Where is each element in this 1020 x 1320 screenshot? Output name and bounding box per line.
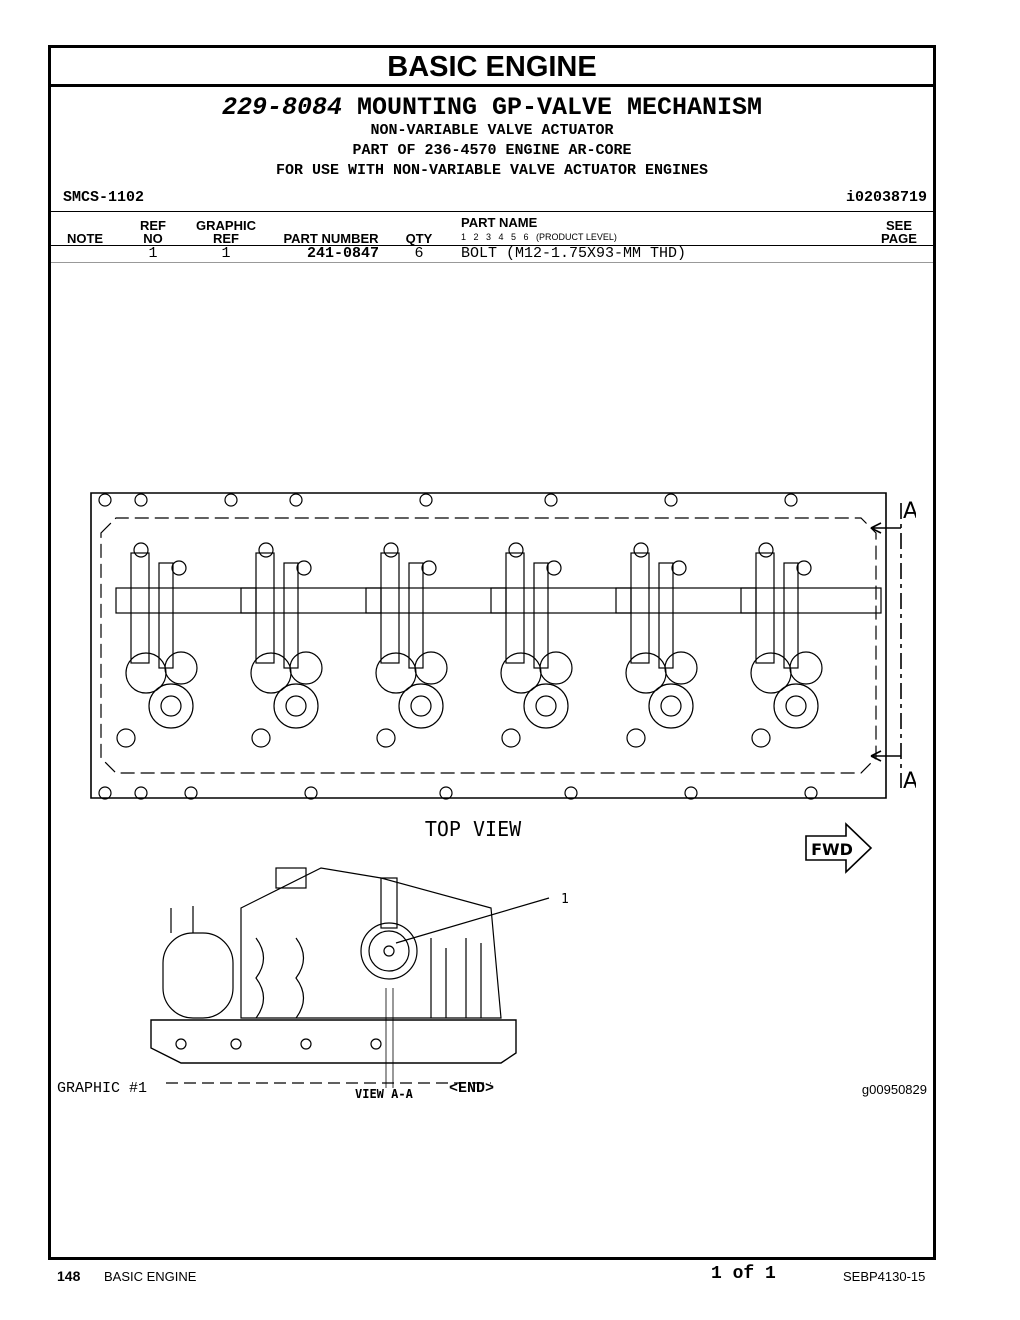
product-levels: 1 2 3 4 5 6 (PRODUCT LEVEL) xyxy=(461,232,617,242)
col-part-name: PART NAME xyxy=(461,215,538,230)
engine-graphic: A A TOP VIEW FWD 1 VIEW A-A xyxy=(90,492,916,1101)
row-qty: 6 xyxy=(414,245,424,262)
end-marker: <END> xyxy=(449,1080,495,1097)
footer-doc-id: SEBP4130-15 xyxy=(843,1269,926,1284)
group-subtitle-2: PART OF 236-4570 ENGINE AR-CORE xyxy=(352,142,632,159)
col-see-page-line1: SEE xyxy=(885,218,912,233)
footer-page-number: 148 xyxy=(57,1268,81,1284)
col-see-page-line2: PAGE xyxy=(881,231,917,246)
view-label: VIEW A-A xyxy=(355,1087,414,1101)
col-qty: QTY xyxy=(405,231,433,246)
graphic-caption: GRAPHIC #1 xyxy=(57,1080,148,1097)
section-title: BASIC ENGINE xyxy=(51,48,933,87)
col-note: NOTE xyxy=(66,231,104,246)
header-rule-top xyxy=(51,211,933,212)
col-ref-no-line1: REF xyxy=(140,218,166,233)
group-subtitle-1: NON-VARIABLE VALVE ACTUATOR xyxy=(370,122,614,139)
group-name: MOUNTING GP-VALVE MECHANISM xyxy=(356,93,763,122)
footer-section: BASIC ENGINE xyxy=(104,1269,197,1284)
col-part-number: PART NUMBER xyxy=(283,231,379,246)
section-mark-top: A xyxy=(903,499,916,524)
row-part-number[interactable]: 241-0847 xyxy=(306,245,379,262)
section-mark-bottom: A xyxy=(903,769,916,794)
row-divider xyxy=(51,262,933,263)
group-number: 229-8084 xyxy=(221,93,342,122)
top-view-label: TOP VIEW xyxy=(425,817,522,841)
smcs-code: SMCS-1102 xyxy=(63,189,145,206)
header-rule-bottom xyxy=(51,245,933,246)
col-ref-no-line2: NO xyxy=(143,231,163,246)
group-title: 229-8084 MOUNTING GP-VALVE MECHANISM xyxy=(51,93,933,122)
col-graphic-ref-line1: GRAPHIC xyxy=(196,218,256,233)
illustration-id: i02038719 xyxy=(845,189,927,206)
footer-page-of: 1 of 1 xyxy=(711,1264,776,1284)
callout-1: 1 xyxy=(561,892,569,907)
row-part-name: BOLT (M12-1.75X93-MM THD) xyxy=(461,245,687,262)
group-subtitle-3: FOR USE WITH NON-VARIABLE VALVE ACTUATOR… xyxy=(275,162,709,179)
view-a-a-drawing xyxy=(150,867,550,1088)
page-frame: BASIC ENGINE 229-8084 MOUNTING GP-VALVE … xyxy=(48,45,936,1260)
row-graphic-ref: 1 xyxy=(221,245,231,262)
fwd-label: FWD xyxy=(811,840,853,859)
col-graphic-ref-line2: REF xyxy=(213,231,239,246)
row-ref-no: 1 xyxy=(148,245,158,262)
graphic-id: g00950829 xyxy=(861,1082,927,1097)
